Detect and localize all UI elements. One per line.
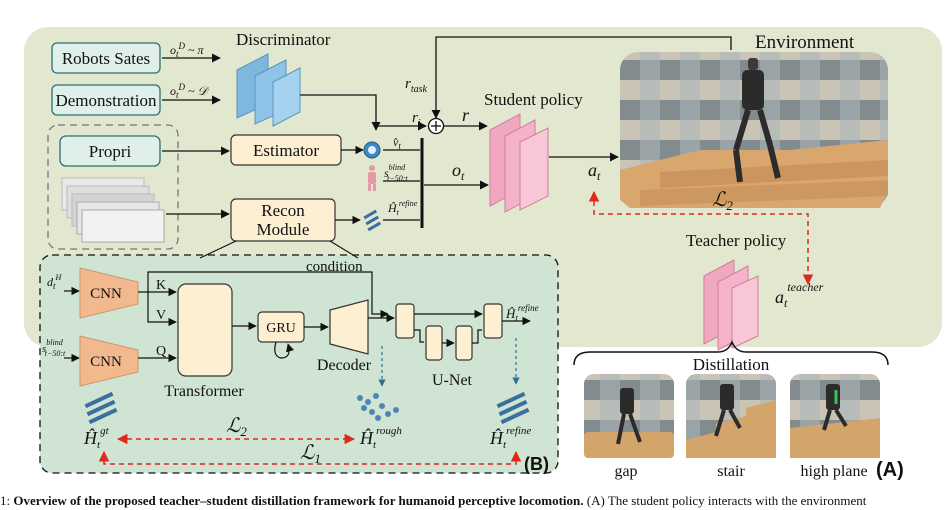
unet-block-2 (425, 325, 443, 361)
unet-block-3 (455, 325, 473, 361)
transformer-box (177, 283, 233, 377)
v-arrow (147, 292, 177, 327)
student-policy-network (489, 113, 549, 213)
proprio-depth-group (47, 124, 179, 250)
obs-demo-label: otD ~ 𝒟 (170, 82, 210, 100)
caption-prefix: 1: (0, 493, 14, 508)
cnn-bottom-label: CNN (90, 354, 122, 370)
r-i-label: ri (412, 110, 421, 129)
thumbnail-gap (584, 374, 674, 458)
height-map-icon (363, 209, 382, 232)
panel-b-background (39, 254, 559, 474)
condition-arrow (138, 271, 389, 319)
demonstration-label: Demonstration (55, 91, 157, 110)
thumbnail-high-plane (790, 374, 880, 458)
teacher-policy-label: Teacher policy (686, 231, 787, 250)
recon-zoom-left (199, 240, 237, 259)
propri-box (59, 135, 161, 167)
recon-label-line1: Recon (261, 201, 305, 220)
discriminator-label: Discriminator (236, 30, 331, 49)
decoder-label: Decoder (317, 357, 372, 374)
estimator-label: Estimator (253, 141, 319, 160)
decoder-shape (329, 299, 369, 355)
r-label: r (462, 105, 470, 125)
cnn-top-label: CNN (90, 286, 122, 302)
thumbnail-stair (686, 374, 776, 458)
environment-image (620, 52, 888, 208)
unet-block-1 (395, 303, 415, 339)
distill-loss-arrow (588, 190, 814, 286)
recon-zoom-right (329, 240, 359, 259)
thumbnail-high-plane-label: high plane (800, 463, 867, 480)
propri-label: Propri (89, 142, 132, 161)
robots-states-label: Robots Sates (62, 49, 150, 68)
cnn-bottom-shape (79, 335, 139, 387)
student-policy-label: Student policy (484, 90, 583, 109)
condition-label: condition (306, 259, 363, 275)
panel-a-tag: (A) (876, 459, 904, 481)
unet-label: U-Net (432, 372, 473, 389)
teacher-policy-network (703, 259, 759, 351)
v-label: V (156, 308, 166, 323)
height-map-rough (357, 393, 399, 421)
unet-block-4 (483, 303, 503, 339)
gru-recurrent-loop (274, 341, 295, 359)
env-task-reward-arrow (431, 36, 732, 119)
gru-label: GRU (266, 321, 296, 336)
caption-rest: (A) The student policy interacts with th… (583, 493, 867, 508)
depth-image-stack (61, 177, 165, 243)
velocity-hat-label: v̂t (393, 135, 401, 151)
recon-label-line2: Module (257, 220, 310, 239)
environment-label: Environment (755, 32, 855, 53)
demonstration-box (51, 84, 161, 116)
transformer-label: Transformer (164, 383, 244, 400)
k-label: K (156, 278, 166, 293)
cnn-top-shape (79, 267, 139, 319)
discriminator-network (236, 53, 301, 127)
thumbnail-gap-label: gap (614, 463, 637, 480)
discriminator-to-sum-arrow (300, 94, 381, 131)
height-map-refine (496, 391, 530, 425)
l1-loss-arrow (98, 450, 522, 465)
figure-caption: 1: Overview of the proposed teacher–stud… (0, 493, 950, 510)
distillation-label: Distillation (693, 355, 770, 374)
q-label: Q (156, 344, 166, 359)
panel-b-tag: (B) (524, 454, 549, 474)
distillation-brace (573, 339, 889, 366)
robots-states-box (51, 42, 161, 74)
thumbnail-stair-label: stair (717, 463, 745, 480)
obs-policy-label: otD ~ π (170, 41, 205, 59)
body-silhouette-icon (368, 165, 376, 191)
caption-bold: Overview of the proposed teacher–student… (13, 493, 584, 508)
height-map-gt (84, 391, 118, 425)
